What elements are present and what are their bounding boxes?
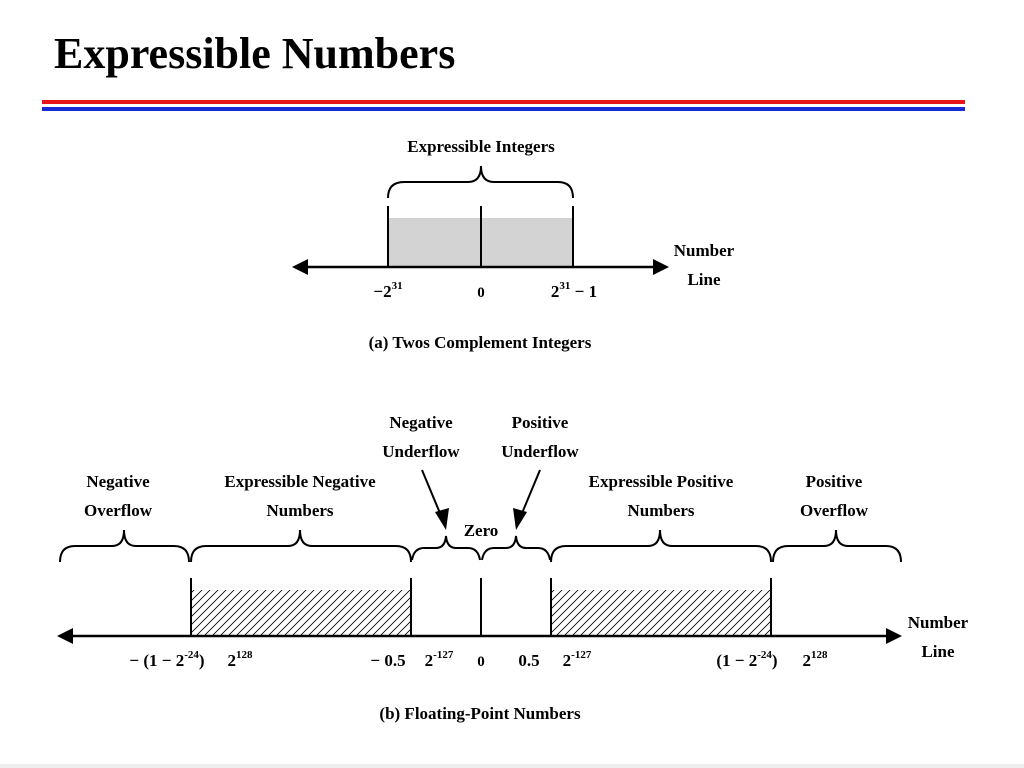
number-line-a-label-1: Number <box>674 241 735 260</box>
slide-title: Expressible Numbers <box>54 29 456 78</box>
caption-a: (a) Twos Complement Integers <box>369 333 592 352</box>
tick-b-pos-max-multiplier: 2128 <box>803 649 829 670</box>
negative-overflow-brace <box>59 529 190 563</box>
positive-underflow-brace <box>481 535 551 561</box>
tick-b-pos-max-label: (1 − 2-24) <box>716 649 777 670</box>
caption-b: (b) Floating-Point Numbers <box>379 704 581 723</box>
number-line-b-label-1: Number <box>908 613 969 632</box>
number-line-a-right-arrow-icon <box>653 259 669 275</box>
number-line-b-right-arrow-icon <box>886 628 902 644</box>
tick-b-zero-label: 0 <box>477 654 485 670</box>
bottom-strip <box>0 764 1024 768</box>
tick-a-min-label: −231 <box>373 280 402 301</box>
number-line-a-label-2: Line <box>687 270 721 289</box>
positive-underflow-arrowhead-icon <box>513 508 527 530</box>
tick-b-neg-min-label: − 0.5 <box>370 651 405 670</box>
title-rule-blue <box>42 107 965 111</box>
title-rule <box>42 100 965 111</box>
tick-b-neg-max-multiplier: 2128 <box>228 649 254 670</box>
tick-b-pos-min-multiplier: 2-127 <box>563 649 592 670</box>
expressible-positive-brace <box>550 529 772 563</box>
number-line-b-label-2: Line <box>921 642 955 661</box>
tick-b-pos-min-label: 0.5 <box>518 651 539 670</box>
negative-underflow-arrowhead-icon <box>435 508 449 530</box>
tick-b-neg-min-multiplier: 2-127 <box>425 649 454 670</box>
tick-a-zero-label: 0 <box>477 285 485 301</box>
title-rule-red <box>42 100 965 104</box>
diagram-a: Expressible Integers Number Line −231 0 … <box>292 137 735 352</box>
negative-underflow-brace <box>411 535 481 561</box>
expressible-positive-region <box>551 590 771 636</box>
tick-b-neg-max-label: − (1 − 2-24) <box>129 649 204 670</box>
number-line-b-left-arrow-icon <box>57 628 73 644</box>
expressible-integers-brace <box>387 165 574 199</box>
positive-underflow-arrow <box>519 469 541 519</box>
expressible-negative-brace <box>190 529 412 563</box>
number-line-a-left-arrow-icon <box>292 259 308 275</box>
tick-a-max-label: 231 − 1 <box>551 280 597 301</box>
positive-overflow-brace <box>772 529 902 563</box>
negative-underflow-arrow <box>421 469 443 519</box>
expressible-integers-label: Expressible Integers <box>407 137 555 156</box>
expressible-negative-region <box>191 590 411 636</box>
zero-label: Zero <box>464 521 499 540</box>
